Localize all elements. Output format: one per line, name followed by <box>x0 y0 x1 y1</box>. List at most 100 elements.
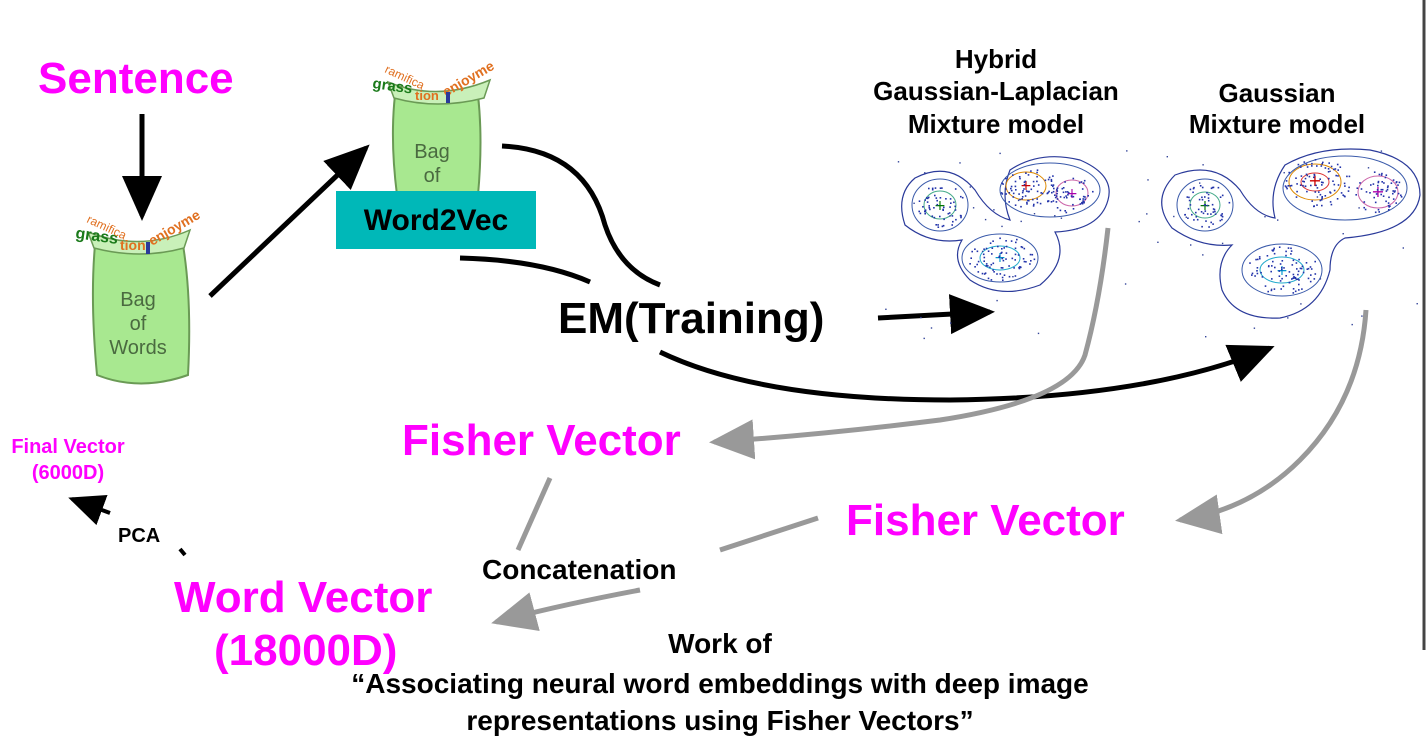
scatter-point <box>1278 270 1281 272</box>
bag-word-grass-2: grass <box>371 75 413 97</box>
scatter-point <box>1030 170 1032 172</box>
scatter-point <box>1279 280 1282 282</box>
scatter-point <box>1285 186 1288 188</box>
scatter-point <box>941 225 944 228</box>
scatter-point <box>1387 202 1390 204</box>
scatter-point <box>1014 180 1017 183</box>
scatter-point <box>1067 194 1069 196</box>
scatter-point <box>1061 187 1064 190</box>
scatter-point <box>1346 175 1348 178</box>
scatter-point <box>1308 175 1311 178</box>
scatter-point <box>929 208 931 211</box>
scatter-point <box>954 209 957 211</box>
scatter-point <box>1019 177 1021 180</box>
scatter-point <box>1292 277 1294 280</box>
scatter-point <box>1193 219 1195 221</box>
scatter-point <box>972 207 975 209</box>
scatter-point <box>1266 255 1269 257</box>
scatter-point <box>1285 250 1287 253</box>
scatter-point <box>1333 168 1335 171</box>
scatter-point <box>885 308 887 310</box>
scatter-point <box>947 212 950 215</box>
scatter-point <box>1190 244 1192 246</box>
scatter-point <box>1000 267 1003 269</box>
scatter-point <box>1206 204 1209 207</box>
scatter-point <box>1207 197 1210 199</box>
scatter-point <box>1017 254 1020 256</box>
scatter-point <box>1291 264 1294 266</box>
scatter-point <box>1314 260 1316 263</box>
scatter-point <box>1309 280 1312 283</box>
scatter-point <box>1212 211 1215 213</box>
scatter-point <box>990 263 993 266</box>
scatter-point <box>1002 259 1005 262</box>
scatter-point <box>1032 180 1035 183</box>
scatter-point <box>1324 195 1327 197</box>
scatter-point <box>990 279 993 281</box>
scatter-point <box>1202 164 1204 166</box>
scatter-point <box>1005 245 1008 248</box>
scatter-point <box>1050 178 1053 181</box>
scatter-point <box>1335 174 1337 177</box>
arrow-em-to-gaussian <box>658 344 1275 403</box>
scatter-point <box>1188 196 1190 199</box>
scatter-point <box>943 218 945 221</box>
scatter-point <box>1016 238 1018 241</box>
scatter-point <box>1316 187 1319 189</box>
scatter-point <box>1277 219 1279 221</box>
scatter-point <box>1202 212 1205 215</box>
scatter-point <box>981 272 984 275</box>
scatter-point <box>918 210 920 213</box>
scatter-point <box>1029 263 1031 265</box>
scatter-point <box>992 262 995 265</box>
scatter-point <box>934 187 937 189</box>
scatter-point <box>1387 185 1389 187</box>
scatter-point <box>991 247 994 249</box>
scatter-point <box>1279 263 1282 265</box>
scatter-point <box>952 220 954 223</box>
scatter-point <box>1081 188 1084 190</box>
scatter-point <box>1206 213 1209 215</box>
scatter-point <box>1292 292 1295 294</box>
scatter-point <box>928 205 930 207</box>
scatter-point <box>1001 248 1003 250</box>
scatter-point <box>1390 182 1393 184</box>
scatter-point <box>1053 187 1055 190</box>
scatter-point <box>937 224 939 226</box>
scatter-point <box>1010 189 1013 192</box>
pca-label: PCA <box>118 525 161 547</box>
work-of-line2: “Associating neural word embeddings with… <box>351 668 1089 699</box>
scatter-point <box>1072 208 1075 210</box>
scatter-point <box>1400 196 1403 198</box>
work-of-line1: Work of <box>668 628 772 659</box>
scatter-point <box>1318 191 1320 193</box>
final-vector-dim: (6000D) <box>31 462 105 484</box>
scatter-point <box>1008 265 1010 267</box>
scatter-point <box>924 199 926 201</box>
scatter-point <box>924 209 927 211</box>
scatter-point <box>1005 193 1007 195</box>
scatter-point <box>985 265 988 267</box>
scatter-point <box>1402 247 1404 249</box>
scatter-point <box>1201 196 1203 199</box>
scatter-point <box>1343 182 1346 185</box>
scatter-point <box>1021 198 1023 200</box>
scatter-point <box>974 266 976 268</box>
scatter-point <box>1283 267 1285 269</box>
scatter-point <box>1322 181 1324 184</box>
svg-text:+: + <box>1276 263 1288 279</box>
scatter-point <box>1298 289 1300 291</box>
scatter-point <box>1380 174 1383 176</box>
scatter-point <box>1021 246 1024 249</box>
scatter-point <box>1398 181 1401 184</box>
scatter-point <box>1377 181 1380 184</box>
scatter-point <box>1004 188 1007 190</box>
scatter-point <box>936 203 939 206</box>
arrow-gaussian-to-fisher2 <box>1175 309 1369 535</box>
scatter-point <box>1311 200 1313 202</box>
scatter-point <box>1000 192 1003 194</box>
scatter-point <box>1336 163 1339 166</box>
scatter-point <box>1066 191 1069 193</box>
scatter-point <box>1052 175 1054 177</box>
